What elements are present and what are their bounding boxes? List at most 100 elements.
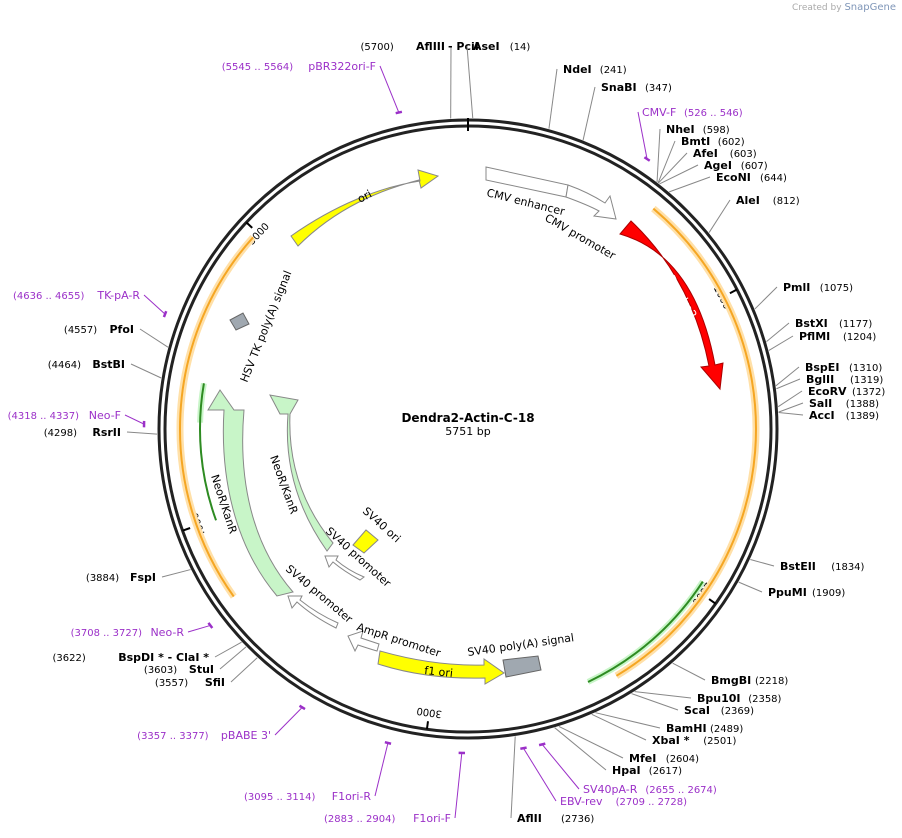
tick-mark bbox=[182, 527, 191, 532]
site-leader-line bbox=[778, 411, 804, 416]
site-position: (5700) bbox=[361, 42, 394, 53]
feature-sv40-polya-label: SV40 poly(A) signal bbox=[467, 631, 575, 659]
site-aflii[interactable]: AflII(2736) bbox=[510, 736, 594, 825]
primer-f1ori-r[interactable]: F1ori-R(3095 .. 3114) bbox=[244, 740, 392, 803]
site-position: (3884) bbox=[86, 573, 119, 584]
site-bpu10i[interactable]: Bpu10I (2358) bbox=[634, 691, 782, 705]
site-leader-line bbox=[754, 286, 778, 310]
site-pfoi[interactable]: PfoI(4557) bbox=[64, 323, 169, 348]
site-sali[interactable]: SalI(1388) bbox=[778, 397, 880, 413]
primer-mark bbox=[643, 156, 651, 162]
site-agei[interactable]: AgeI(607) bbox=[659, 159, 768, 185]
site-pmli[interactable]: PmlI(1075) bbox=[754, 281, 853, 310]
site-fspi[interactable]: FspI(3884) bbox=[86, 569, 191, 584]
primer-f1ori-f[interactable]: F1ori-F(2883 .. 2904) bbox=[324, 751, 466, 825]
site-rsrii[interactable]: RsrII(4298) bbox=[44, 426, 158, 439]
site-pcii[interactable]: - PciI bbox=[448, 40, 479, 53]
site-position: (2218) bbox=[755, 676, 788, 687]
tick-mark bbox=[245, 221, 253, 229]
site-nhei[interactable]: NheI(598) bbox=[656, 123, 730, 183]
site-afliii[interactable]: AflIII(5700) bbox=[361, 40, 452, 119]
primer-sv40pa-r[interactable]: SV40pA-R(2655 .. 2674) bbox=[538, 742, 717, 796]
site-ppumi[interactable]: PpuMI(1909) bbox=[738, 581, 846, 599]
site-name: RsrII bbox=[92, 426, 121, 439]
site-position: (2501) bbox=[703, 736, 736, 747]
site-leader-line bbox=[778, 402, 804, 413]
site-bspei[interactable]: BspEI (1310) bbox=[775, 361, 882, 387]
site-position: (2604) bbox=[666, 754, 699, 765]
site-position: (241) bbox=[600, 65, 627, 76]
primer-leader-line bbox=[379, 65, 400, 113]
site-name: AccI bbox=[809, 409, 835, 422]
primer-cmv-f[interactable]: CMV-F(526 .. 546) bbox=[637, 106, 743, 162]
site-alei[interactable]: AleI(812) bbox=[708, 194, 800, 233]
feature-sv40-promoter-outer[interactable]: SV40 promoter bbox=[283, 562, 355, 629]
site-name: Bpu10I bbox=[697, 692, 741, 705]
site-leader-line bbox=[161, 569, 191, 578]
site-position: (2358) bbox=[748, 694, 781, 705]
feature-cmv-enhancer[interactable]: CMV enhancer bbox=[485, 166, 569, 218]
snapgene-credit: Created by SnapGene bbox=[792, 2, 896, 13]
site-mfei[interactable]: MfeI(2604) bbox=[558, 725, 699, 765]
site-name: BspDI * - ClaI * bbox=[118, 651, 209, 664]
site-econi[interactable]: EcoNI(644) bbox=[669, 171, 787, 193]
site-bglii[interactable]: BglII(1319) bbox=[776, 373, 883, 390]
site-bstbi[interactable]: BstBI(4464) bbox=[48, 358, 162, 379]
site-bstxi[interactable]: BstXI(1177) bbox=[766, 317, 872, 342]
site-name: NdeI bbox=[563, 63, 592, 76]
feature-ori[interactable]: ori bbox=[290, 169, 440, 247]
site-name: BspEI bbox=[805, 361, 839, 374]
site-leader-line bbox=[510, 736, 516, 819]
site-bamhi[interactable]: BamHI(2489) bbox=[595, 712, 743, 735]
tick-mark bbox=[425, 721, 429, 730]
site-hpai[interactable]: HpaI(2617) bbox=[554, 727, 682, 777]
site-name: PflMI bbox=[799, 330, 830, 343]
site-pflmi[interactable]: PflMI(1204) bbox=[768, 330, 876, 351]
site-position: (2369) bbox=[721, 706, 754, 717]
plasmid-length: 5751 bp bbox=[445, 425, 490, 438]
site-asei[interactable]: AseI(14) bbox=[466, 40, 530, 119]
feature-dendra2[interactable]: Dendra2 bbox=[619, 220, 724, 391]
primer-neo-r[interactable]: Neo-R(3708 .. 3727) bbox=[71, 622, 214, 639]
primer-name: EBV-rev bbox=[560, 795, 603, 808]
site-sfii[interactable]: SfiI(3557) bbox=[155, 657, 258, 689]
primer-name: SV40pA-R bbox=[583, 783, 638, 796]
primer-tk-pa-r[interactable]: TK-pA-R(4636 .. 4655) bbox=[13, 289, 168, 318]
primer-pbr322ori-f[interactable]: pBR322ori-F (5545 .. 5564) bbox=[222, 60, 403, 115]
primer-pbabe-3[interactable]: pBABE 3'(3357 .. 3377) bbox=[137, 704, 306, 742]
primer-range: (4636 .. 4655) bbox=[13, 291, 85, 302]
feature-cmv-promoter[interactable]: CMV promoter bbox=[543, 184, 619, 262]
site-bmti[interactable]: BmtI(602) bbox=[657, 135, 745, 184]
site-xbai[interactable]: XbaI *(2501) bbox=[591, 713, 737, 747]
site-leader-line bbox=[591, 713, 647, 741]
site-stui[interactable]: StuI(3603) bbox=[144, 646, 247, 676]
feature-neor-inner[interactable]: NeoR/KanR bbox=[267, 394, 334, 552]
site-snabi[interactable]: SnaBI(347) bbox=[582, 81, 672, 141]
site-leader-line bbox=[672, 662, 706, 681]
site-name: AfeI bbox=[693, 147, 718, 160]
feature-ampr-promoter[interactable]: AmpR promoter bbox=[347, 620, 443, 660]
primer-mark bbox=[395, 110, 403, 115]
feature-sv40-ori[interactable]: SV40 ori bbox=[352, 505, 403, 554]
site-position: (1177) bbox=[839, 319, 872, 330]
site-position: (1310) bbox=[849, 363, 882, 374]
site-acci[interactable]: AccI(1389) bbox=[778, 409, 880, 422]
site-bspdi-clai[interactable]: BspDI * - ClaI *(3622) bbox=[53, 641, 242, 664]
site-leader-line bbox=[219, 646, 247, 670]
primer-ebv-rev[interactable]: EBV-rev(2709 .. 2728) bbox=[520, 746, 687, 808]
site-ecorv[interactable]: EcoRV(1372) bbox=[777, 385, 885, 408]
site-bmgbi[interactable]: BmgBI(2218) bbox=[672, 662, 789, 687]
feature-ori-label: ori bbox=[355, 187, 374, 205]
site-leader-line bbox=[582, 86, 596, 141]
primer-range: (5545 .. 5564) bbox=[222, 62, 294, 73]
site-afei[interactable]: AfeI(603) bbox=[658, 147, 757, 184]
site-bsteii[interactable]: BstEII(1834) bbox=[750, 558, 865, 573]
feature-f1-ori[interactable]: f1 ori bbox=[377, 650, 505, 685]
primer-name: pBR322ori-F bbox=[308, 60, 376, 73]
plasmid-name: Dendra2-Actin-C-18 bbox=[401, 411, 534, 425]
site-ndei[interactable]: NdeI (241) bbox=[548, 63, 627, 129]
primer-neo-f[interactable]: Neo-F(4318 .. 4337) bbox=[8, 409, 146, 428]
site-scai[interactable]: ScaI(2369) bbox=[631, 693, 754, 717]
feature-hsv-tk-polya[interactable]: HSV TK poly(A) signal bbox=[229, 269, 294, 384]
